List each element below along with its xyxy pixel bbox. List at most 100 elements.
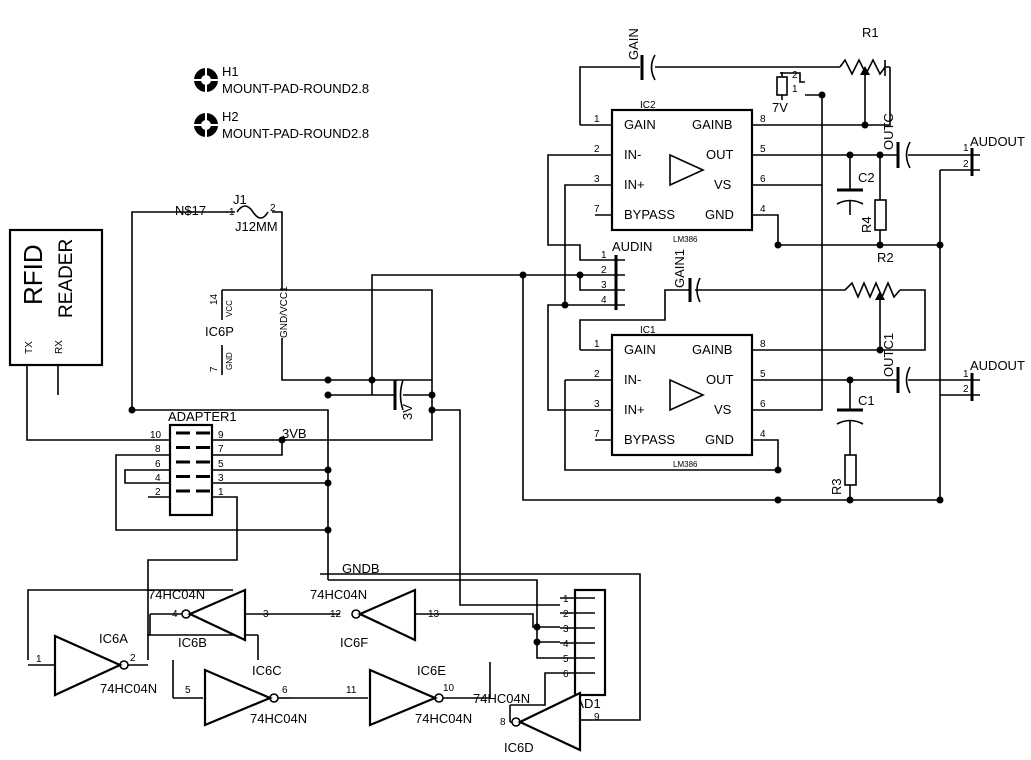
rad1-pin-6: 6 (563, 669, 569, 680)
outc-label: OUTC (881, 113, 896, 150)
audin-pin-1: 1 (601, 250, 607, 261)
ic6a-pin-in: 1 (36, 654, 42, 665)
cap-7v-pin1: 1 (792, 84, 798, 95)
r3-label: R3 (829, 478, 844, 495)
cap-7v-pin2: 2 (792, 70, 798, 81)
resistor-r3: R3 (829, 454, 857, 495)
ic1-num-7: 7 (594, 429, 600, 440)
rad1-pin-2: 2 (563, 609, 569, 620)
inverter-ic6e: IC6E 11 10 74HC04N (346, 663, 472, 727)
ic2-pin-vs: VS (714, 177, 732, 192)
ic1-pin-inplus: IN+ (624, 402, 645, 417)
c2-label: C2 (858, 170, 875, 185)
ic2-pin-gnd: GND (705, 207, 734, 222)
potentiometer-r1: R1 (839, 25, 890, 80)
ic1-num-5: 5 (760, 369, 766, 380)
r2-label: R2 (877, 250, 894, 265)
rad1-pin-5: 5 (563, 654, 569, 665)
capacitor-c1: C1 (836, 393, 875, 425)
h1-name: H1 (222, 64, 239, 79)
cap-7v-label: 7V (772, 100, 788, 115)
capacitor-outc: OUTC (881, 113, 911, 169)
net-n17: N$17 (175, 203, 206, 218)
capacitor-7v: 7V 2 1 (772, 70, 798, 115)
battery-value: 3V (400, 404, 415, 420)
adapter-pin-9: 9 (218, 430, 224, 441)
ic6b-name: IC6B (178, 635, 207, 650)
jumper-j1: J1 J12MM 1 2 N$17 (175, 192, 278, 234)
capacitor-c2: C2 (836, 170, 875, 215)
ic1-num-4: 4 (760, 429, 766, 440)
audout-top-pin2: 2 (963, 159, 969, 170)
h1-value: MOUNT-PAD-ROUND2.8 (222, 81, 369, 96)
audin-pin-4: 4 (601, 295, 607, 306)
ic6a-part: 74HC04N (100, 681, 157, 696)
ic6e-pin-in: 11 (346, 685, 357, 696)
ic2-num-3: 3 (594, 174, 600, 185)
ic6d-name: IC6D (504, 740, 534, 755)
wires (26, 66, 960, 721)
adapter-pin-2: 2 (155, 487, 161, 498)
h2-value: MOUNT-PAD-ROUND2.8 (222, 126, 369, 141)
r1-label: R1 (862, 25, 879, 40)
adapter-pin-7: 7 (218, 444, 224, 455)
rfid-subtitle: READER (56, 239, 77, 318)
audin-pin-3: 3 (601, 280, 607, 291)
j1-value: J12MM (235, 219, 278, 234)
ic1-num-8: 8 (760, 339, 766, 350)
potentiometer-r2: R2 (844, 250, 901, 300)
audout-bottom-pin1: 1 (963, 369, 969, 380)
ic6f-pin-in: 13 (428, 609, 440, 620)
inverter-ic6f: 74HC04N IC6F 12 13 (310, 587, 440, 650)
audout-top-label: AUDOUT (970, 134, 1025, 149)
ic1-pin-gnd: GND (705, 432, 734, 447)
ic6c-part: 74HC04N (250, 711, 307, 726)
ic1-num-3: 3 (594, 399, 600, 410)
ic2-num-6: 6 (760, 174, 766, 185)
adapter-pin-4: 4 (155, 473, 161, 484)
audout-bottom-pin2: 2 (963, 384, 969, 395)
ic2-num-8: 8 (760, 114, 766, 125)
ic6b-part: 74HC04N (148, 587, 205, 602)
rad1-pin-1: 1 (563, 594, 569, 605)
inverter-ic6a: IC6A 1 2 74HC04N (28, 631, 157, 697)
net-gndb: GNDB (342, 561, 380, 576)
audout-connector-bottom: AUDOUT 1 2 (960, 358, 1025, 401)
ic1-pin-out: OUT (706, 372, 734, 387)
ic1-pin-gainb: GAINB (692, 342, 732, 357)
ic2-pin-gain: GAIN (624, 117, 656, 132)
ic1-name: IC1 (640, 325, 656, 336)
ic2-lm386: IC2 LM386 GAIN IN- IN+ BYPASS GAINB OUT … (594, 100, 766, 244)
ic2-num-4: 4 (760, 204, 766, 215)
ic6d-part: 74HC04N (473, 691, 530, 706)
capacitor-gain: GAIN (626, 28, 656, 81)
ic6c-name: IC6C (252, 663, 282, 678)
ic2-pin-inminus: IN- (624, 147, 641, 162)
mount-pad-h2: H2 MOUNT-PAD-ROUND2.8 (190, 109, 369, 141)
ic2-pin-inplus: IN+ (624, 177, 645, 192)
adapter1-header: ADAPTER1 10 8 6 4 2 9 7 5 3 1 3VB (150, 409, 307, 517)
ic2-pin-gainb: GAINB (692, 117, 732, 132)
ic6e-part: 74HC04N (415, 711, 472, 726)
ic1-num-1: 1 (594, 339, 600, 350)
audin-pin-2: 2 (601, 265, 607, 276)
adapter-pin-5: 5 (218, 459, 224, 470)
ic1-part: LM386 (673, 460, 698, 469)
ic6p-vcc-pin: 14 (209, 293, 220, 305)
ic6d-pin-out: 8 (500, 717, 506, 728)
ic2-num-1: 1 (594, 114, 600, 125)
ic2-num-2: 2 (594, 144, 600, 155)
rfid-tx-pin: TX (24, 341, 35, 354)
gain1-label: GAIN1 (672, 249, 687, 288)
ic6b-pin-in: 3 (263, 609, 269, 620)
ic1-pin-vs: VS (714, 402, 732, 417)
gain-label: GAIN (626, 28, 641, 60)
ic1-pin-gain: GAIN (624, 342, 656, 357)
rfid-title: RFID (18, 244, 48, 305)
ic6p-vcc: VCC (225, 300, 234, 317)
ic2-part: LM386 (673, 235, 698, 244)
ic1-lm386: IC1 LM386 GAIN IN- IN+ BYPASS GAINB OUT … (594, 325, 766, 469)
inverter-ic6c: IC6C 5 6 74HC04N (172, 660, 307, 727)
rad1-pin-4: 4 (563, 639, 569, 650)
c1-label: C1 (858, 393, 875, 408)
